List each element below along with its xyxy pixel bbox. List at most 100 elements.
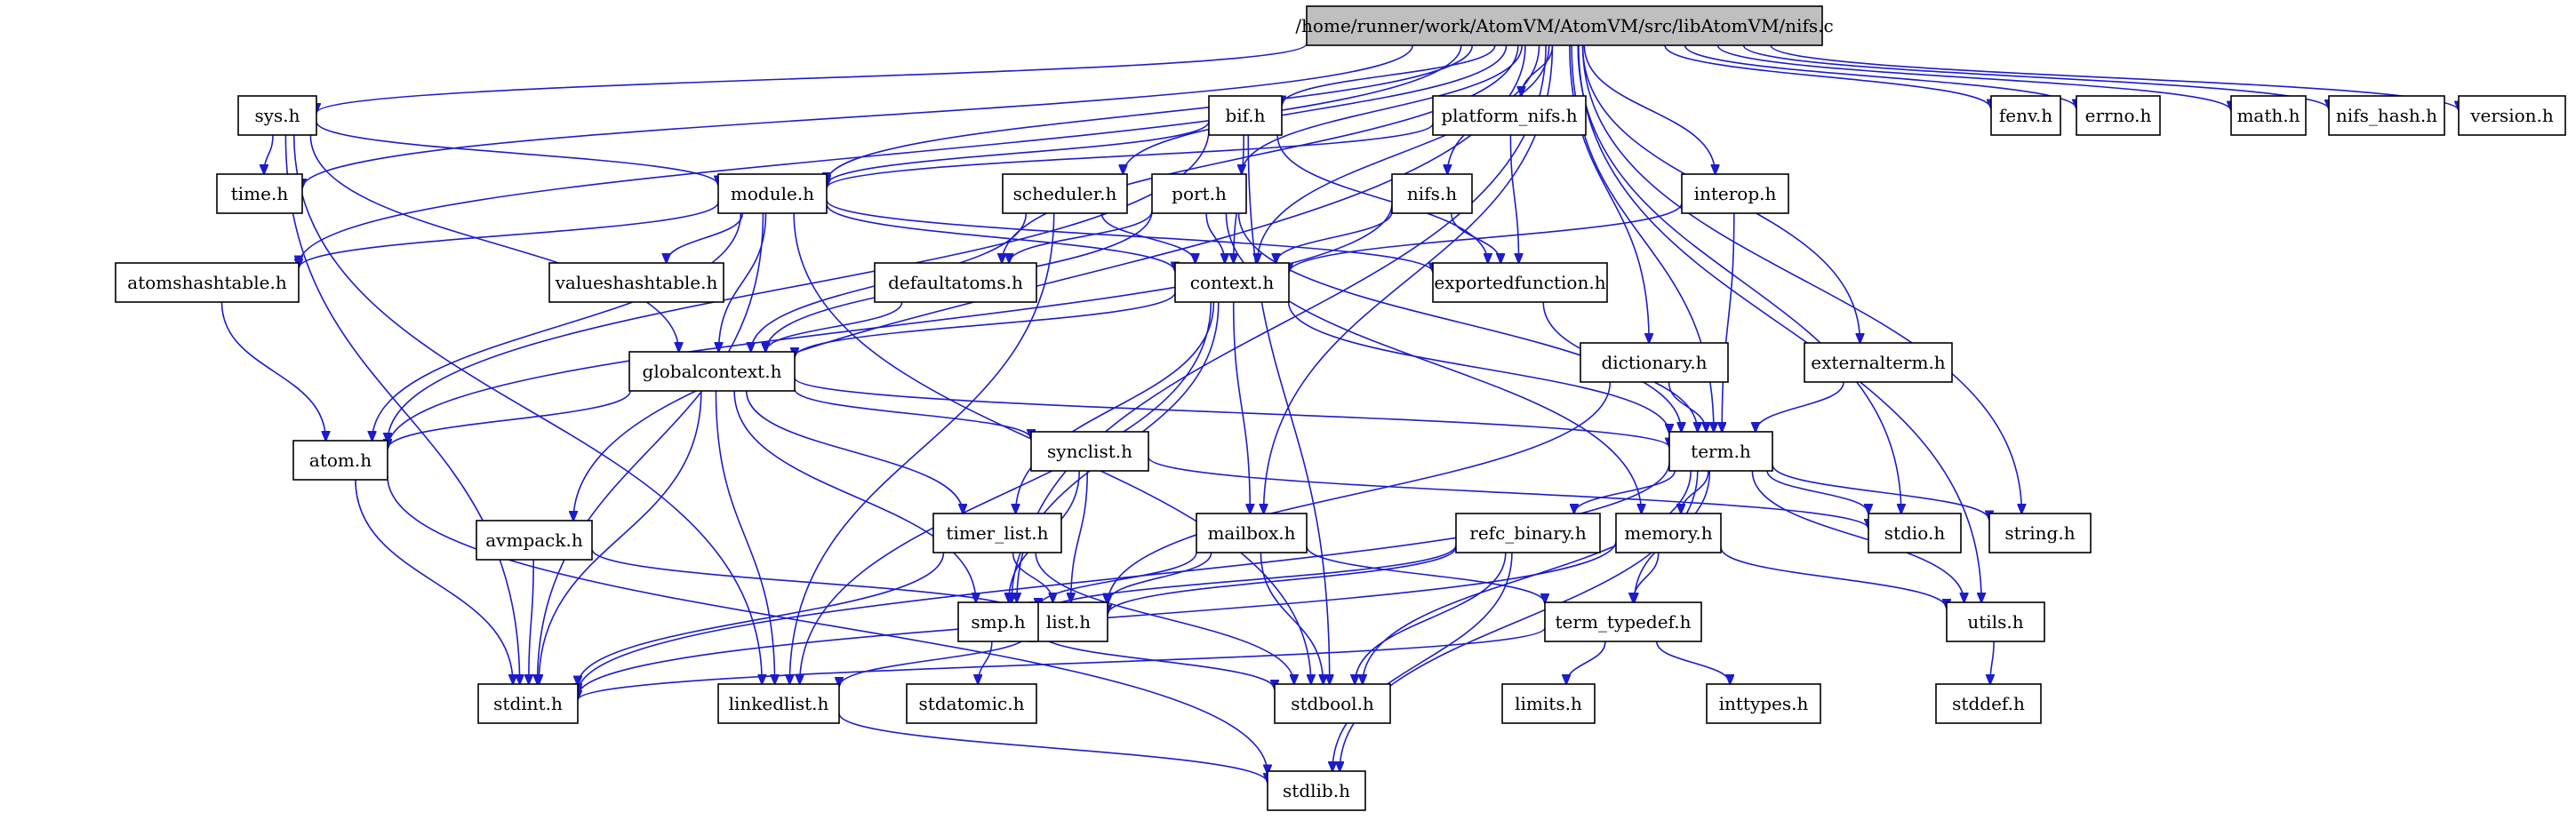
node-synclist[interactable]: synclist.h <box>1030 431 1149 472</box>
node-stdint[interactable]: stdint.h <box>477 683 579 724</box>
node-smp[interactable]: smp.h <box>957 601 1039 642</box>
node-platform-nifs[interactable]: platform_nifs.h <box>1432 95 1587 136</box>
node-module[interactable]: module.h <box>717 173 828 214</box>
node-interop[interactable]: interop.h <box>1681 173 1789 214</box>
edge-port-to-context <box>1205 212 1225 263</box>
node-label: term.h <box>1691 441 1751 462</box>
edge-synclist-to-stdio <box>1148 457 1868 529</box>
node-label: sys.h <box>254 105 300 126</box>
node-label: avmpack.h <box>485 529 583 551</box>
node-label: platform_nifs.h <box>1441 105 1577 126</box>
node-label: version.h <box>2469 105 2554 126</box>
node-math[interactable]: math.h <box>2230 95 2307 136</box>
node-avmpack[interactable]: avmpack.h <box>476 520 593 561</box>
edge-root-to-utils <box>1578 44 1981 602</box>
node-exportedfunction[interactable]: exportedfunction.h <box>1432 262 1608 303</box>
edge-sys-to-stdint <box>284 134 519 684</box>
node-limits[interactable]: limits.h <box>1501 683 1596 724</box>
node-list[interactable]: list.h <box>1028 601 1108 642</box>
node-box <box>1544 601 1702 642</box>
edge-dictionary-to-list <box>1108 381 1612 605</box>
node-linkedlist[interactable]: linkedlist.h <box>717 683 840 724</box>
node-stdlib[interactable]: stdlib.h <box>1267 770 1366 811</box>
node-nifs[interactable]: nifs.h <box>1391 173 1473 214</box>
node-timer-list[interactable]: timer_list.h <box>932 513 1062 553</box>
node-globalcontext[interactable]: globalcontext.h <box>628 351 796 392</box>
node-label: math.h <box>2236 105 2300 126</box>
node-box <box>628 351 796 392</box>
node-refc-binary[interactable]: refc_binary.h <box>1455 513 1601 553</box>
edge-atom-to-stdlib <box>387 475 1268 774</box>
node-nifs-hash[interactable]: nifs_hash.h <box>2328 95 2445 136</box>
node-errno[interactable]: errno.h <box>2076 95 2161 136</box>
node-stddef[interactable]: stddef.h <box>1935 683 2042 724</box>
node-stdio[interactable]: stdio.h <box>1868 513 1962 553</box>
node-fenv[interactable]: fenv.h <box>1990 95 2061 136</box>
node-stdbool[interactable]: stdbool.h <box>1274 683 1391 724</box>
node-valueshashtable[interactable]: valueshashtable.h <box>548 262 724 303</box>
node-string[interactable]: string.h <box>1988 513 2092 553</box>
node-box <box>1935 683 2042 724</box>
node-term-typedef[interactable]: term_typedef.h <box>1544 601 1702 642</box>
node-memory[interactable]: memory.h <box>1615 513 1722 553</box>
edge-nifs-to-atom <box>388 203 1393 449</box>
node-term[interactable]: term.h <box>1668 431 1773 472</box>
node-externalterm[interactable]: externalterm.h <box>1804 342 1953 383</box>
node-mailbox[interactable]: mailbox.h <box>1196 513 1308 553</box>
node-context[interactable]: context.h <box>1174 262 1290 303</box>
node-utils[interactable]: utils.h <box>1946 601 2045 642</box>
edge-globalcontext-to-term <box>794 377 1669 447</box>
edge-utils-to-stddef <box>1990 641 1994 684</box>
node-label: list.h <box>1046 611 1091 633</box>
edge-atom-to-stdint <box>355 479 513 684</box>
node-box <box>717 683 840 724</box>
edge-root-to-avmpack <box>573 44 1526 521</box>
node-label: mailbox.h <box>1207 522 1295 544</box>
node-time[interactable]: time.h <box>216 173 303 214</box>
node-root[interactable]: /home/runner/work/AtomVM/AtomVM/src/libA… <box>1295 5 1834 46</box>
node-scheduler[interactable]: scheduler.h <box>1002 173 1128 214</box>
node-inttypes[interactable]: inttypes.h <box>1706 683 1821 724</box>
edge-module-to-exportedfunction <box>826 199 1433 272</box>
node-port[interactable]: port.h <box>1151 173 1247 214</box>
edge-root-to-bif <box>1282 44 1496 105</box>
node-bif[interactable]: bif.h <box>1208 95 1283 136</box>
edge-memory-to-utils <box>1720 546 1947 609</box>
edge-mailbox-to-term_typedef <box>1306 545 1545 603</box>
edge-root-to-module <box>827 44 1474 182</box>
node-box <box>1455 513 1601 553</box>
node-box <box>1196 513 1308 553</box>
edge-nifs-to-context <box>1276 211 1393 263</box>
edge-defaultatoms-to-globalcontext <box>765 301 903 352</box>
edge-refc_binary-to-stdlib <box>1332 552 1513 771</box>
edge-globalcontext-to-stdint <box>539 390 702 684</box>
node-box <box>548 262 724 303</box>
node-box <box>1174 262 1290 303</box>
node-box <box>237 95 317 136</box>
node-sys[interactable]: sys.h <box>237 95 317 136</box>
node-box <box>1946 601 2045 642</box>
edge-module-to-context <box>826 203 1175 272</box>
node-box <box>932 513 1062 553</box>
node-box <box>2328 95 2445 136</box>
node-label: valueshashtable.h <box>555 272 718 293</box>
edge-scheduler-to-linkedlist <box>789 212 1055 684</box>
node-atom[interactable]: atom.h <box>292 440 388 481</box>
node-label: atom.h <box>309 450 372 471</box>
node-dictionary[interactable]: dictionary.h <box>1580 342 1729 383</box>
edge-root-to-context <box>1257 44 1540 263</box>
node-box <box>1274 683 1391 724</box>
edge-interop-to-term <box>1722 212 1735 432</box>
edge-root-to-sys <box>316 43 1308 113</box>
edge-smp-to-stdatomic <box>978 641 993 684</box>
node-label: bif.h <box>1225 105 1265 126</box>
node-label: time.h <box>231 183 289 204</box>
edge-term-to-refc_binary <box>1574 470 1676 513</box>
node-atomshashtable[interactable]: atomshashtable.h <box>115 262 300 303</box>
node-stdatomic[interactable]: stdatomic.h <box>906 683 1037 724</box>
edge-module-to-globalcontext <box>718 212 767 352</box>
edge-context-to-globalcontext <box>795 291 1176 357</box>
node-version[interactable]: version.h <box>2458 95 2566 136</box>
node-defaultatoms[interactable]: defaultatoms.h <box>874 262 1037 303</box>
node-label: utils.h <box>1967 611 2023 633</box>
